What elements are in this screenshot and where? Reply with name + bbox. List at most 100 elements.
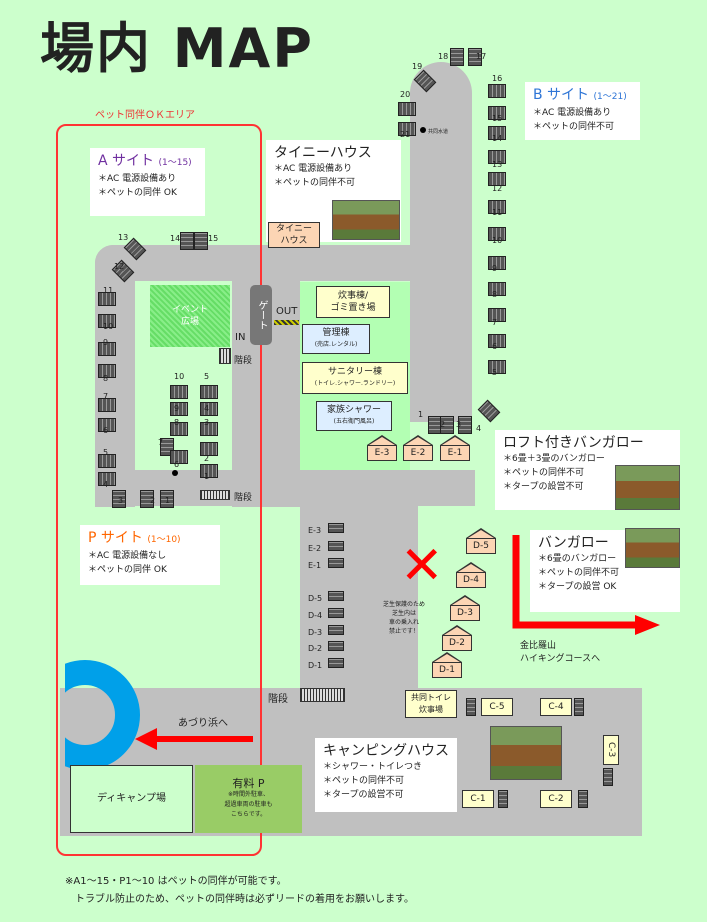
loft-bungalow-title: ロフト付きバンガロー (503, 435, 644, 451)
a-site-range: (1～15) (158, 158, 192, 168)
campsite-slot[interactable] (328, 523, 344, 533)
campsite-slot[interactable] (140, 490, 154, 508)
parking-slot[interactable] (578, 790, 588, 808)
cabin[interactable]: E-3 (367, 435, 397, 461)
info-line: ＊ペットの同伴 OK (88, 565, 167, 575)
info-line: ＊ペットの同伴不可 (323, 776, 405, 786)
site-number: 2 (440, 420, 446, 429)
campsite-slot[interactable] (194, 232, 208, 250)
bungalow-photo (625, 528, 680, 568)
site-number: 8 (103, 374, 109, 383)
campsite-slot[interactable] (488, 84, 506, 98)
info-line: ＊AC 電源設備あり (98, 174, 177, 184)
site-number: 9 (103, 338, 109, 347)
family-shower-sub: (五右衛門風呂) (333, 418, 375, 425)
cabin[interactable]: D-3 (450, 595, 480, 621)
loft-bungalow-photo (615, 465, 680, 510)
cabin[interactable]: D-5 (466, 528, 496, 554)
site-number: 12 (492, 184, 503, 193)
site-number: 5 (204, 372, 210, 381)
campsite-slot[interactable] (328, 641, 344, 651)
info-line: ＊AC 電源設備あり (274, 164, 353, 174)
site-number: 7 (103, 392, 109, 401)
info-line: ＊ペットの同伴不可 (274, 178, 356, 188)
camping-house-unit[interactable]: C-2 (540, 790, 572, 808)
site-number: 1 (204, 472, 210, 481)
campsite-slot[interactable] (170, 385, 188, 399)
cabin-roof (466, 528, 496, 538)
cabin-roof (367, 435, 397, 445)
b-site-range: (1～21) (593, 92, 627, 102)
site-number: 8 (492, 290, 498, 299)
cabin[interactable]: E-2 (403, 435, 433, 461)
campsite-slot[interactable] (328, 608, 344, 618)
site-number: 11 (492, 208, 503, 217)
stairs (200, 490, 230, 500)
campsite-slot[interactable] (328, 558, 344, 568)
site-number: 5 (103, 448, 109, 457)
day-camp-area: ディキャンプ場 (70, 765, 193, 833)
cabin[interactable]: D-4 (456, 562, 486, 588)
cabin-label: D-3 (450, 605, 480, 621)
campsite-slot[interactable] (428, 416, 442, 434)
camping-house-unit[interactable]: C-5 (481, 698, 513, 716)
camping-house-unit[interactable]: C-1 (462, 790, 494, 808)
stairs-label: 階段 (234, 356, 253, 366)
cabin-label: E-2 (403, 445, 433, 461)
cabin[interactable]: E-1 (440, 435, 470, 461)
site-number: 14 (492, 134, 503, 143)
site-number: 7 (158, 438, 164, 447)
campsite-slot[interactable] (328, 625, 344, 635)
parking-slot[interactable] (498, 790, 508, 808)
cabin-roof (456, 562, 486, 572)
campsite-slot[interactable] (112, 490, 126, 508)
paid-parking: 有料 P※時間外駐車、 超過車両の駐車も こちらです。 (195, 765, 302, 833)
campsite-slot[interactable] (328, 658, 344, 668)
site-number: 6 (174, 460, 180, 469)
camping-house-unit[interactable]: C-3 (603, 735, 619, 765)
cabin-label: D-2 (442, 635, 472, 651)
campsite-slot[interactable] (477, 399, 501, 423)
stairs (219, 348, 231, 364)
info-line: ＊タープの設営 OK (538, 582, 617, 592)
lawn-note: 芝生保護のため 芝生内は 車の乗入れ 禁止です！ (383, 601, 426, 635)
no-entry-x-icon: ✕ (400, 536, 444, 596)
parking-slot[interactable] (603, 768, 613, 786)
campsite-slot[interactable] (200, 385, 218, 399)
a-site-info: A サイト (1～15) ＊AC 電源設備あり ＊ペットの同伴 OK (90, 148, 205, 216)
cabin-roof (440, 435, 470, 445)
site-number: 10 (103, 322, 114, 331)
campsite-slot[interactable] (328, 541, 344, 551)
event-plaza: イベント 広場 (150, 285, 230, 347)
campsite-slot[interactable] (440, 416, 454, 434)
info-line: ＊タープの設営不可 (503, 482, 584, 492)
campsite-slot[interactable] (160, 490, 174, 508)
stairs-label: 階段 (268, 694, 288, 705)
a-site-title: A サイト (98, 153, 155, 169)
pet-ok-area (56, 124, 262, 856)
tiny-house-photo (332, 200, 400, 240)
site-number: D-5 (308, 594, 323, 603)
campsite-slot[interactable] (180, 232, 194, 250)
campsite-slot[interactable] (398, 102, 416, 116)
info-line: ＊ペットの同伴不可 (538, 568, 620, 578)
site-number: D-3 (308, 628, 323, 637)
cabin-label: E-3 (367, 445, 397, 461)
p-site-range: (1～10) (147, 535, 181, 545)
site-number: 5 (492, 368, 498, 377)
parking-slot[interactable] (466, 698, 476, 716)
campsite-slot[interactable] (328, 591, 344, 601)
campsite-slot[interactable] (458, 416, 472, 434)
parking-slot[interactable] (574, 698, 584, 716)
info-line: ＊ペットの同伴不可 (533, 122, 615, 132)
cabin[interactable]: D-2 (442, 625, 472, 651)
in-label: IN (235, 332, 246, 343)
cabin[interactable]: D-1 (432, 652, 462, 678)
info-line: ＊6畳＋3畳のバンガロー (503, 454, 605, 464)
office-label: 管理棟 (322, 328, 350, 338)
camping-house-unit[interactable]: C-4 (540, 698, 572, 716)
campsite-slot[interactable] (468, 48, 482, 66)
info-line: ＊ペットの同伴 OK (98, 188, 177, 198)
hiking-arrow (512, 535, 660, 635)
campsite-slot[interactable] (450, 48, 464, 66)
